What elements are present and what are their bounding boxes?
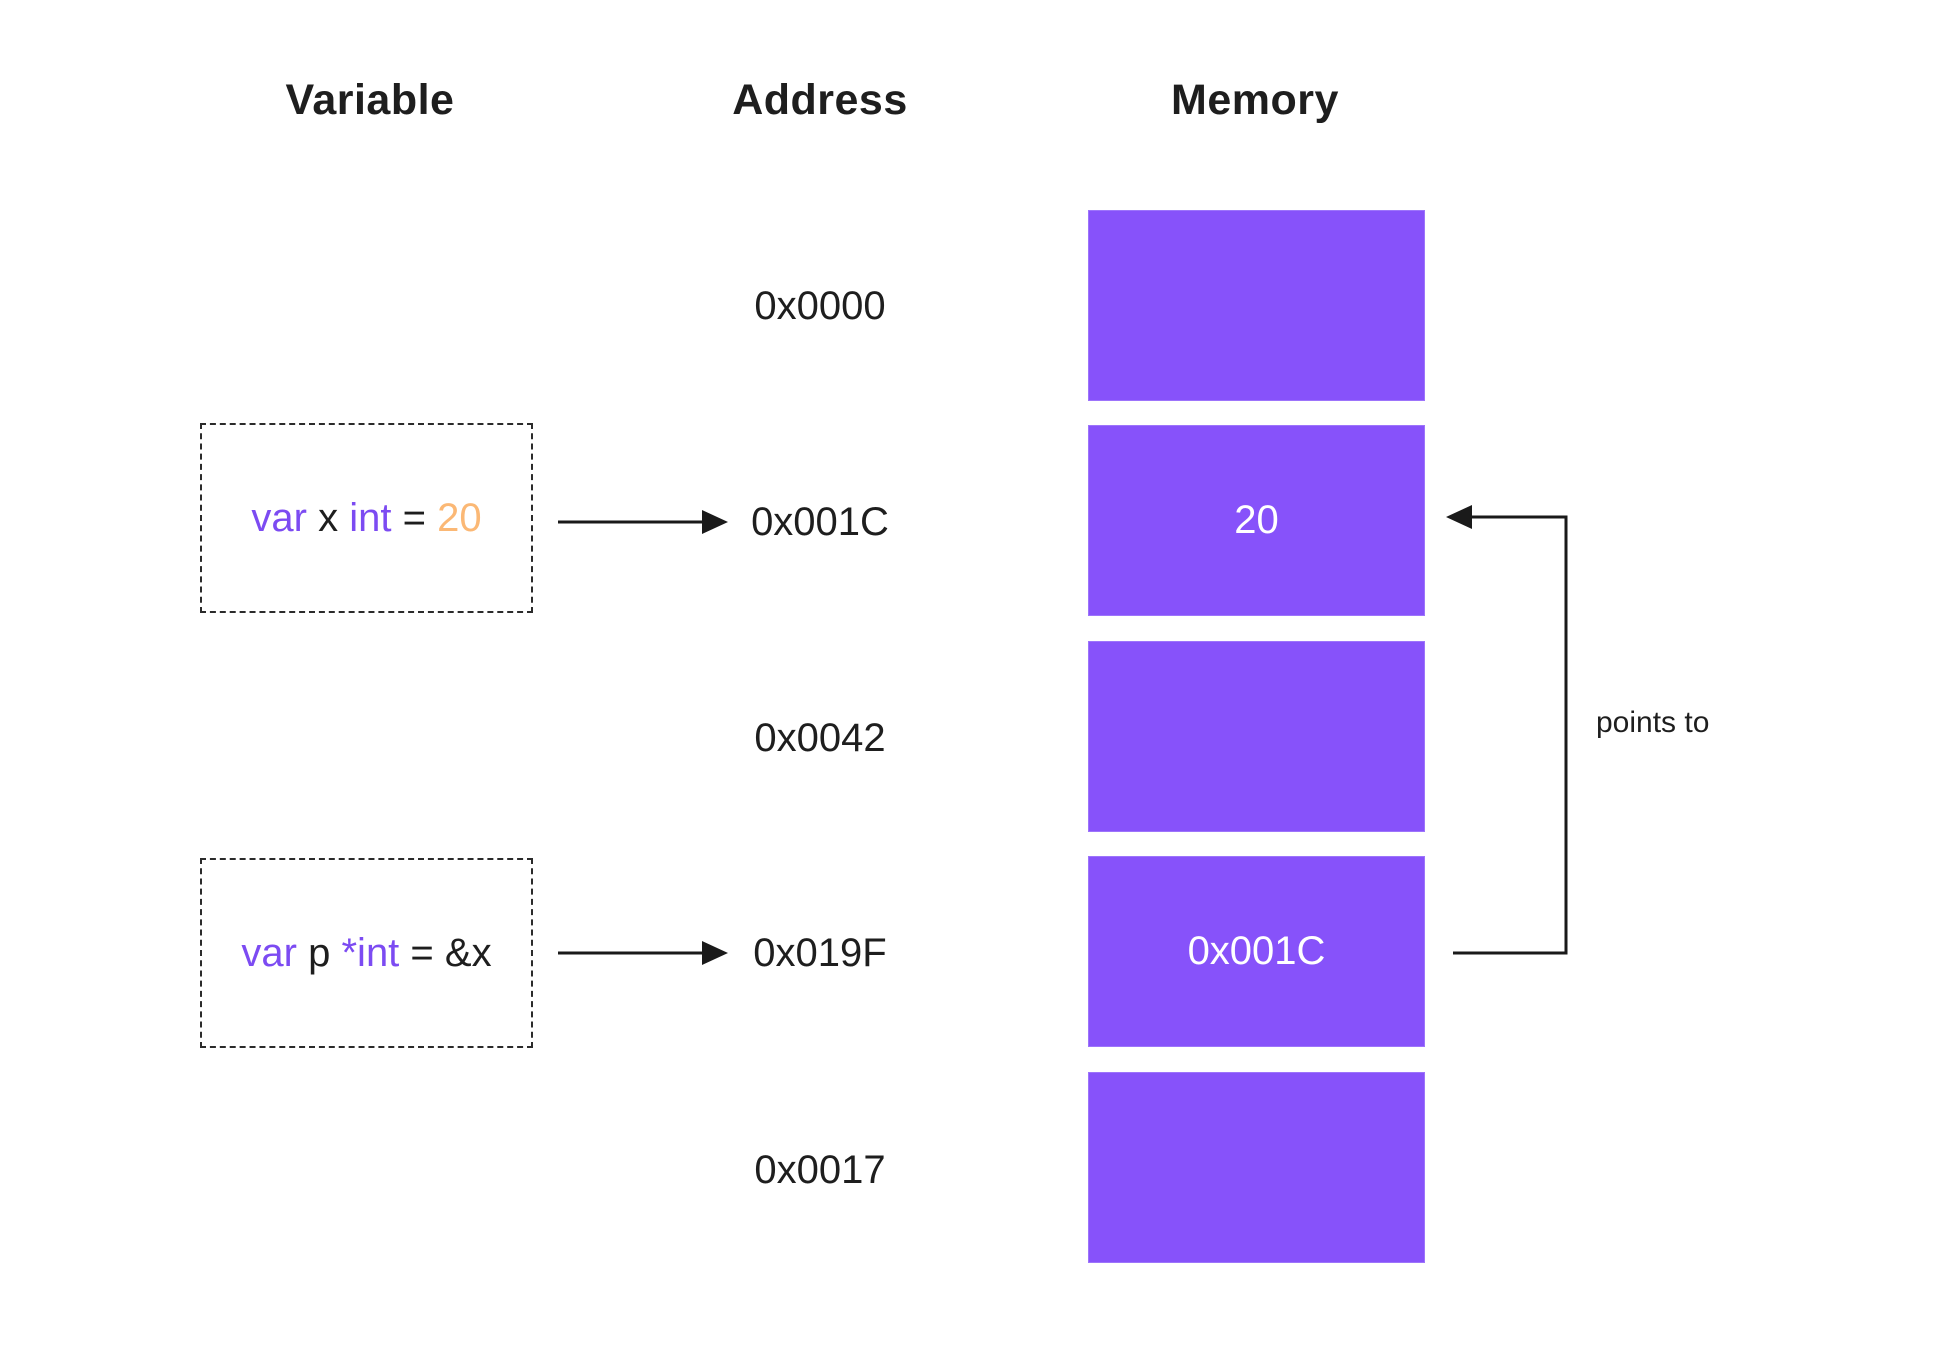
memory-cell-0x0017 <box>1088 1072 1425 1263</box>
equals-sign: = <box>391 495 438 540</box>
arrow-points-to <box>1446 505 1568 955</box>
memory-cell-0x0000 <box>1088 210 1425 401</box>
memory-cell-value: 20 <box>1234 498 1279 542</box>
column-header-variable: Variable <box>285 76 455 124</box>
memory-cell-0x019F: 0x001C <box>1088 856 1425 1047</box>
memory-cell-value: 0x001C <box>1187 929 1326 973</box>
address-label-0x0042: 0x0042 <box>754 716 886 760</box>
keyword-var: var <box>251 495 307 540</box>
keyword-var: var <box>241 930 297 975</box>
equals-sign: = <box>399 930 445 975</box>
column-header-address: Address <box>732 76 908 124</box>
type-int: int <box>349 495 392 540</box>
memory-cell-0x001C: 20 <box>1088 425 1425 616</box>
memory-cell-0x0042 <box>1088 641 1425 832</box>
address-label-0x001C: 0x001C <box>751 500 889 544</box>
variable-box-x: var x int = 20 <box>200 423 533 613</box>
identifier-x: x <box>307 495 350 540</box>
address-of-x: &x <box>444 930 492 975</box>
address-label-0x0000: 0x0000 <box>754 284 886 328</box>
points-to-label: points to <box>1596 706 1710 739</box>
column-header-memory: Memory <box>1171 76 1339 124</box>
type-pointer-int: *int <box>341 930 400 975</box>
identifier-p: p <box>297 930 342 975</box>
value-20: 20 <box>437 495 482 540</box>
address-label-0x019F: 0x019F <box>753 931 887 975</box>
variable-box-p: var p *int = &x <box>200 858 533 1048</box>
address-label-0x0017: 0x0017 <box>754 1148 886 1192</box>
